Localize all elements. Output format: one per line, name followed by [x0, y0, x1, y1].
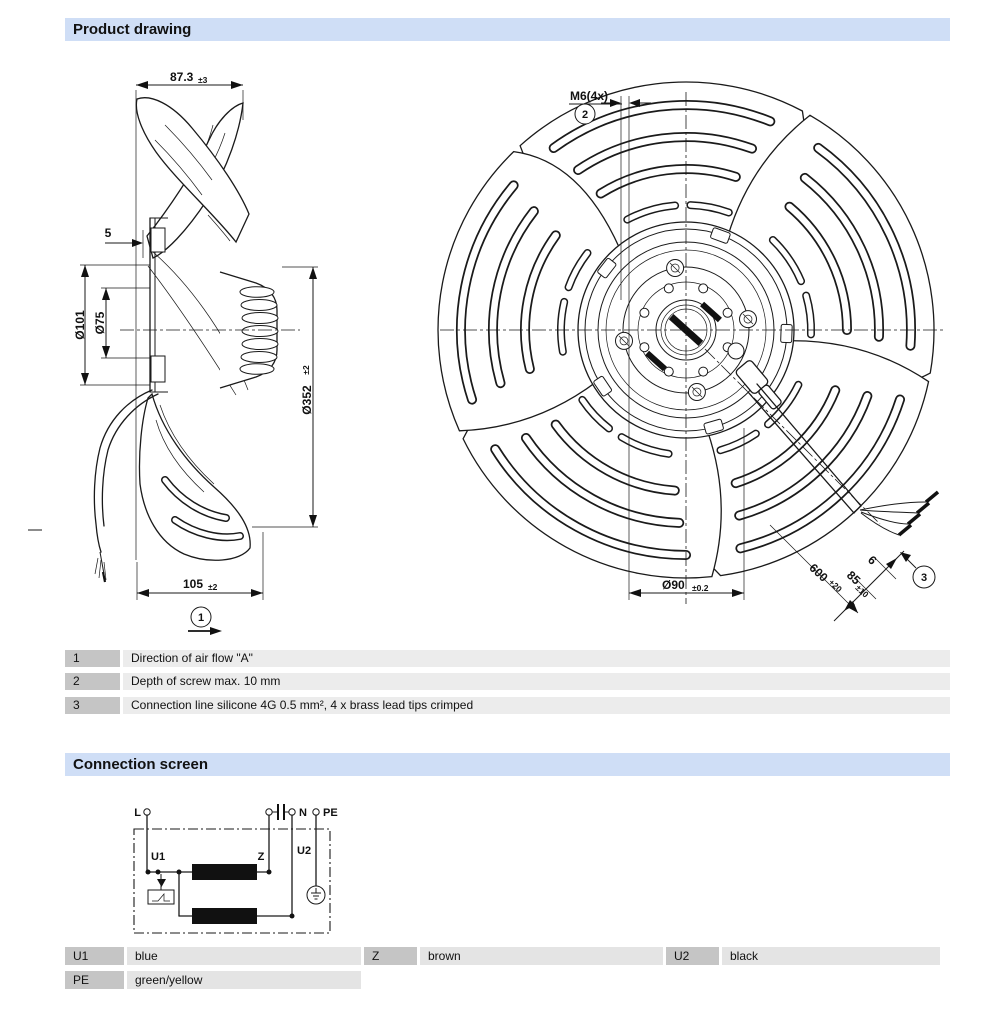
- wiring-diagram: L N PE: [133, 804, 338, 934]
- callout-cable: 3: [921, 572, 927, 584]
- svg-text:±0.2: ±0.2: [692, 583, 709, 593]
- terminal-pe-circle: [312, 808, 320, 816]
- wire-u1-label: U1: [65, 947, 124, 965]
- hub-screws: [615, 259, 757, 401]
- svg-text:1: 1: [198, 612, 204, 624]
- dim-5: 5: [105, 226, 144, 258]
- svg-text:±10: ±10: [854, 583, 871, 600]
- legend-row-2-text: Depth of screw max. 10 mm: [123, 673, 950, 690]
- dim-d90: Ø90 ±0.2: [629, 428, 745, 600]
- fan-front-view: M6(4x) 2 Ø90 ±0.2: [399, 82, 966, 628]
- svg-text:Ø352: Ø352: [300, 385, 314, 415]
- dim-87-value: 87.3: [170, 70, 194, 84]
- side-view-cable: [93, 389, 159, 583]
- wire-u1-value: blue: [127, 947, 361, 965]
- svg-text:Ø90: Ø90: [662, 578, 685, 592]
- svg-text:5: 5: [105, 226, 112, 240]
- wire-z-value: brown: [420, 947, 663, 965]
- svg-text:105: 105: [183, 577, 203, 591]
- svg-text:+20: +20: [827, 577, 845, 594]
- section-header-connection-screen: Connection screen: [65, 753, 950, 776]
- svg-text:±2: ±2: [208, 582, 218, 592]
- wire-u2-label: U2: [666, 947, 719, 965]
- dim-87: 87.3 ±3: [136, 70, 243, 89]
- terminal-n-label: N: [299, 807, 307, 819]
- wire-pe-label: PE: [65, 971, 124, 989]
- callout-screw: 2: [582, 109, 588, 121]
- fan-side-view: 87.3 ±3: [73, 70, 318, 635]
- dim-m6: M6(4x) 2: [569, 89, 651, 600]
- terminal-pe-label: PE: [323, 807, 338, 819]
- earth-symbol: [306, 885, 326, 905]
- section-header-product-drawing: Product drawing: [65, 18, 950, 41]
- wire-pe-value: green/yellow: [127, 971, 361, 989]
- terminal-l-label: L: [134, 807, 141, 819]
- winding-1: [192, 864, 257, 880]
- svg-text:600: 600: [806, 561, 830, 585]
- label-z: Z: [258, 851, 265, 863]
- label-u2: U2: [297, 845, 311, 857]
- dim-d352: Ø352 ±2: [252, 266, 318, 528]
- legend-row-1-id: 1: [65, 650, 120, 667]
- legend-row-2-id: 2: [65, 673, 120, 690]
- winding-2: [192, 908, 257, 924]
- legend-row-3-text: Connection line silicone 4G 0.5 mm², 4 x…: [123, 697, 950, 714]
- svg-text:Ø101: Ø101: [73, 310, 87, 340]
- legend-row-3-id: 3: [65, 697, 120, 714]
- dim-87-tol: ±3: [198, 75, 208, 85]
- svg-text:Ø75: Ø75: [93, 311, 107, 334]
- label-u1: U1: [151, 851, 165, 863]
- dim-105: 105 ±2: [136, 532, 264, 600]
- svg-text:±2: ±2: [301, 365, 311, 375]
- dim-cable-length: 600 +20 85 ±10 6 3: [769, 524, 936, 622]
- terminal-l-circle: [143, 808, 151, 816]
- front-view-cable: [727, 342, 940, 537]
- wire-u2-value: black: [722, 947, 940, 965]
- dim-d75: Ø75: [93, 287, 150, 359]
- wire-z-label: Z: [364, 947, 417, 965]
- dim-d101: Ø101: [73, 264, 150, 386]
- motor-boundary-box: [133, 828, 331, 934]
- terminal-n-circle: [288, 808, 296, 816]
- legend-row-1-text: Direction of air flow "A": [123, 650, 950, 667]
- svg-text:M6(4x): M6(4x): [570, 89, 608, 103]
- callout-airflow: 1: [188, 606, 222, 635]
